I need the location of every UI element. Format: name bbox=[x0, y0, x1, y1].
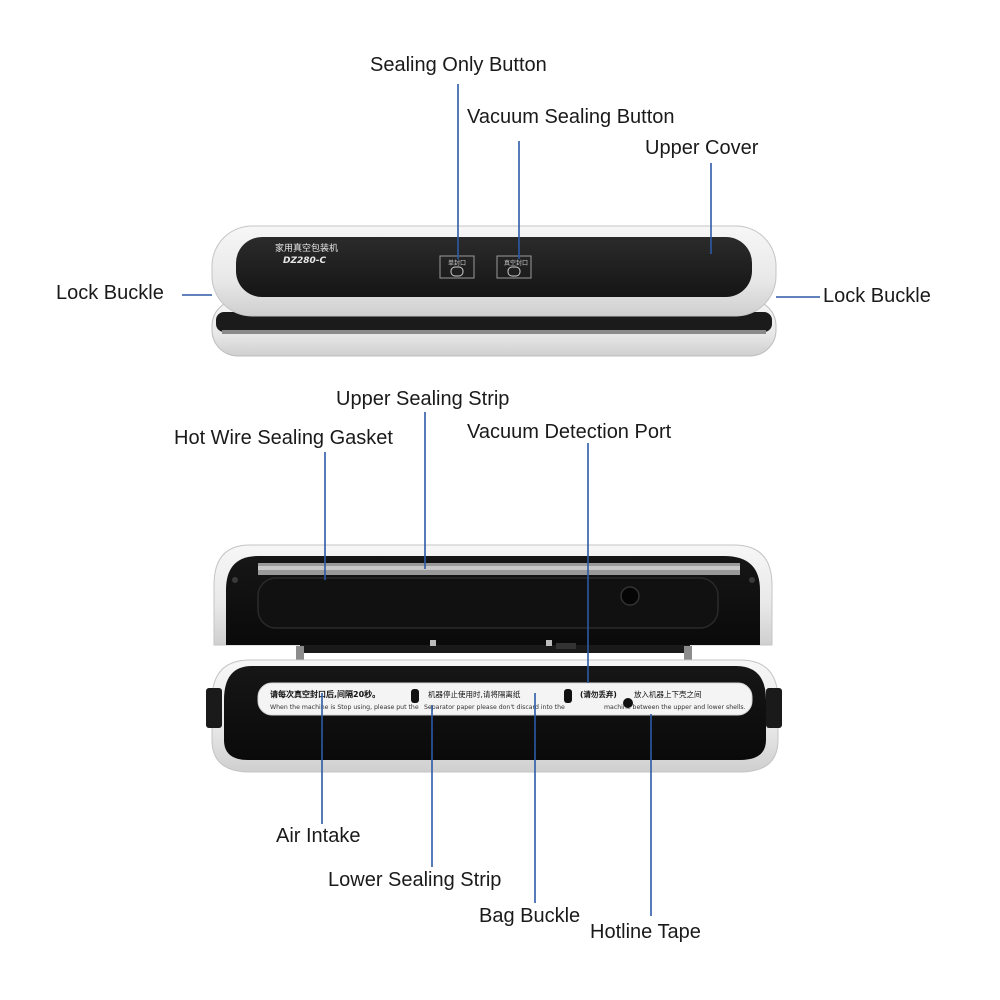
bag-buckle-left bbox=[411, 689, 419, 703]
vacuum-sealing-button[interactable]: 真空封口 bbox=[496, 255, 532, 279]
label-lock-buckle-right: Lock Buckle bbox=[823, 285, 931, 307]
label-lower-sealing-strip: Lower Sealing Strip bbox=[328, 869, 502, 891]
label-sealing-only-button: Sealing Only Button bbox=[370, 54, 547, 76]
vacuum-detection-port bbox=[620, 586, 640, 606]
label-hot-wire-sealing-gasket: Hot Wire Sealing Gasket bbox=[174, 427, 393, 449]
label-upper-cover: Upper Cover bbox=[645, 137, 759, 159]
air-intake-hole bbox=[623, 698, 633, 708]
tape-cn-1: 请每次真空封口后,间隔20秒。 bbox=[270, 689, 380, 699]
control-panel bbox=[236, 237, 752, 297]
label-bag-buckle: Bag Buckle bbox=[479, 905, 581, 927]
right-lock-tab bbox=[766, 688, 782, 728]
sealing-only-button[interactable]: 单封口 bbox=[439, 255, 475, 279]
bag-buckle-right bbox=[564, 689, 572, 703]
label-vacuum-detection-port: Vacuum Detection Port bbox=[467, 421, 672, 443]
vacuum-sealing-button-text: 真空封口 bbox=[504, 259, 528, 267]
open-device: 请每次真空封口后,间隔20秒。 When the machine is Stop… bbox=[206, 544, 782, 773]
closed-seam bbox=[216, 312, 772, 332]
left-lock-tab bbox=[206, 688, 222, 728]
tape-en-2: Separator paper please don't discard int… bbox=[424, 704, 565, 711]
label-upper-sealing-strip: Upper Sealing Strip bbox=[336, 388, 510, 410]
label-vacuum-sealing-button: Vacuum Sealing Button bbox=[467, 106, 675, 128]
tape-cn-2: 机器停止使用时,请将隔离纸 bbox=[428, 689, 521, 699]
device-title: 家用真空包装机 bbox=[275, 242, 338, 254]
label-lock-buckle-left: Lock Buckle bbox=[56, 282, 164, 304]
tape-cn-4: 放入机器上下壳之间 bbox=[634, 689, 702, 699]
label-air-intake: Air Intake bbox=[276, 825, 361, 847]
closed-device: 家用真空包装机 DZ280-C 单封口 真空封口 bbox=[211, 225, 777, 357]
tape-en-1: When the machine is Stop using, please p… bbox=[270, 704, 419, 711]
label-hotline-tape: Hotline Tape bbox=[590, 921, 701, 943]
device-model: DZ280-C bbox=[283, 256, 327, 266]
sealing-only-button-text: 单封口 bbox=[448, 259, 466, 267]
tape-en-3: machine between the upper and lower shel… bbox=[604, 704, 746, 711]
hinge bbox=[300, 645, 690, 653]
annotation-lines bbox=[182, 84, 820, 916]
hot-wire-gasket bbox=[257, 577, 719, 629]
tape-cn-3: (请勿丢弃) bbox=[580, 689, 617, 699]
